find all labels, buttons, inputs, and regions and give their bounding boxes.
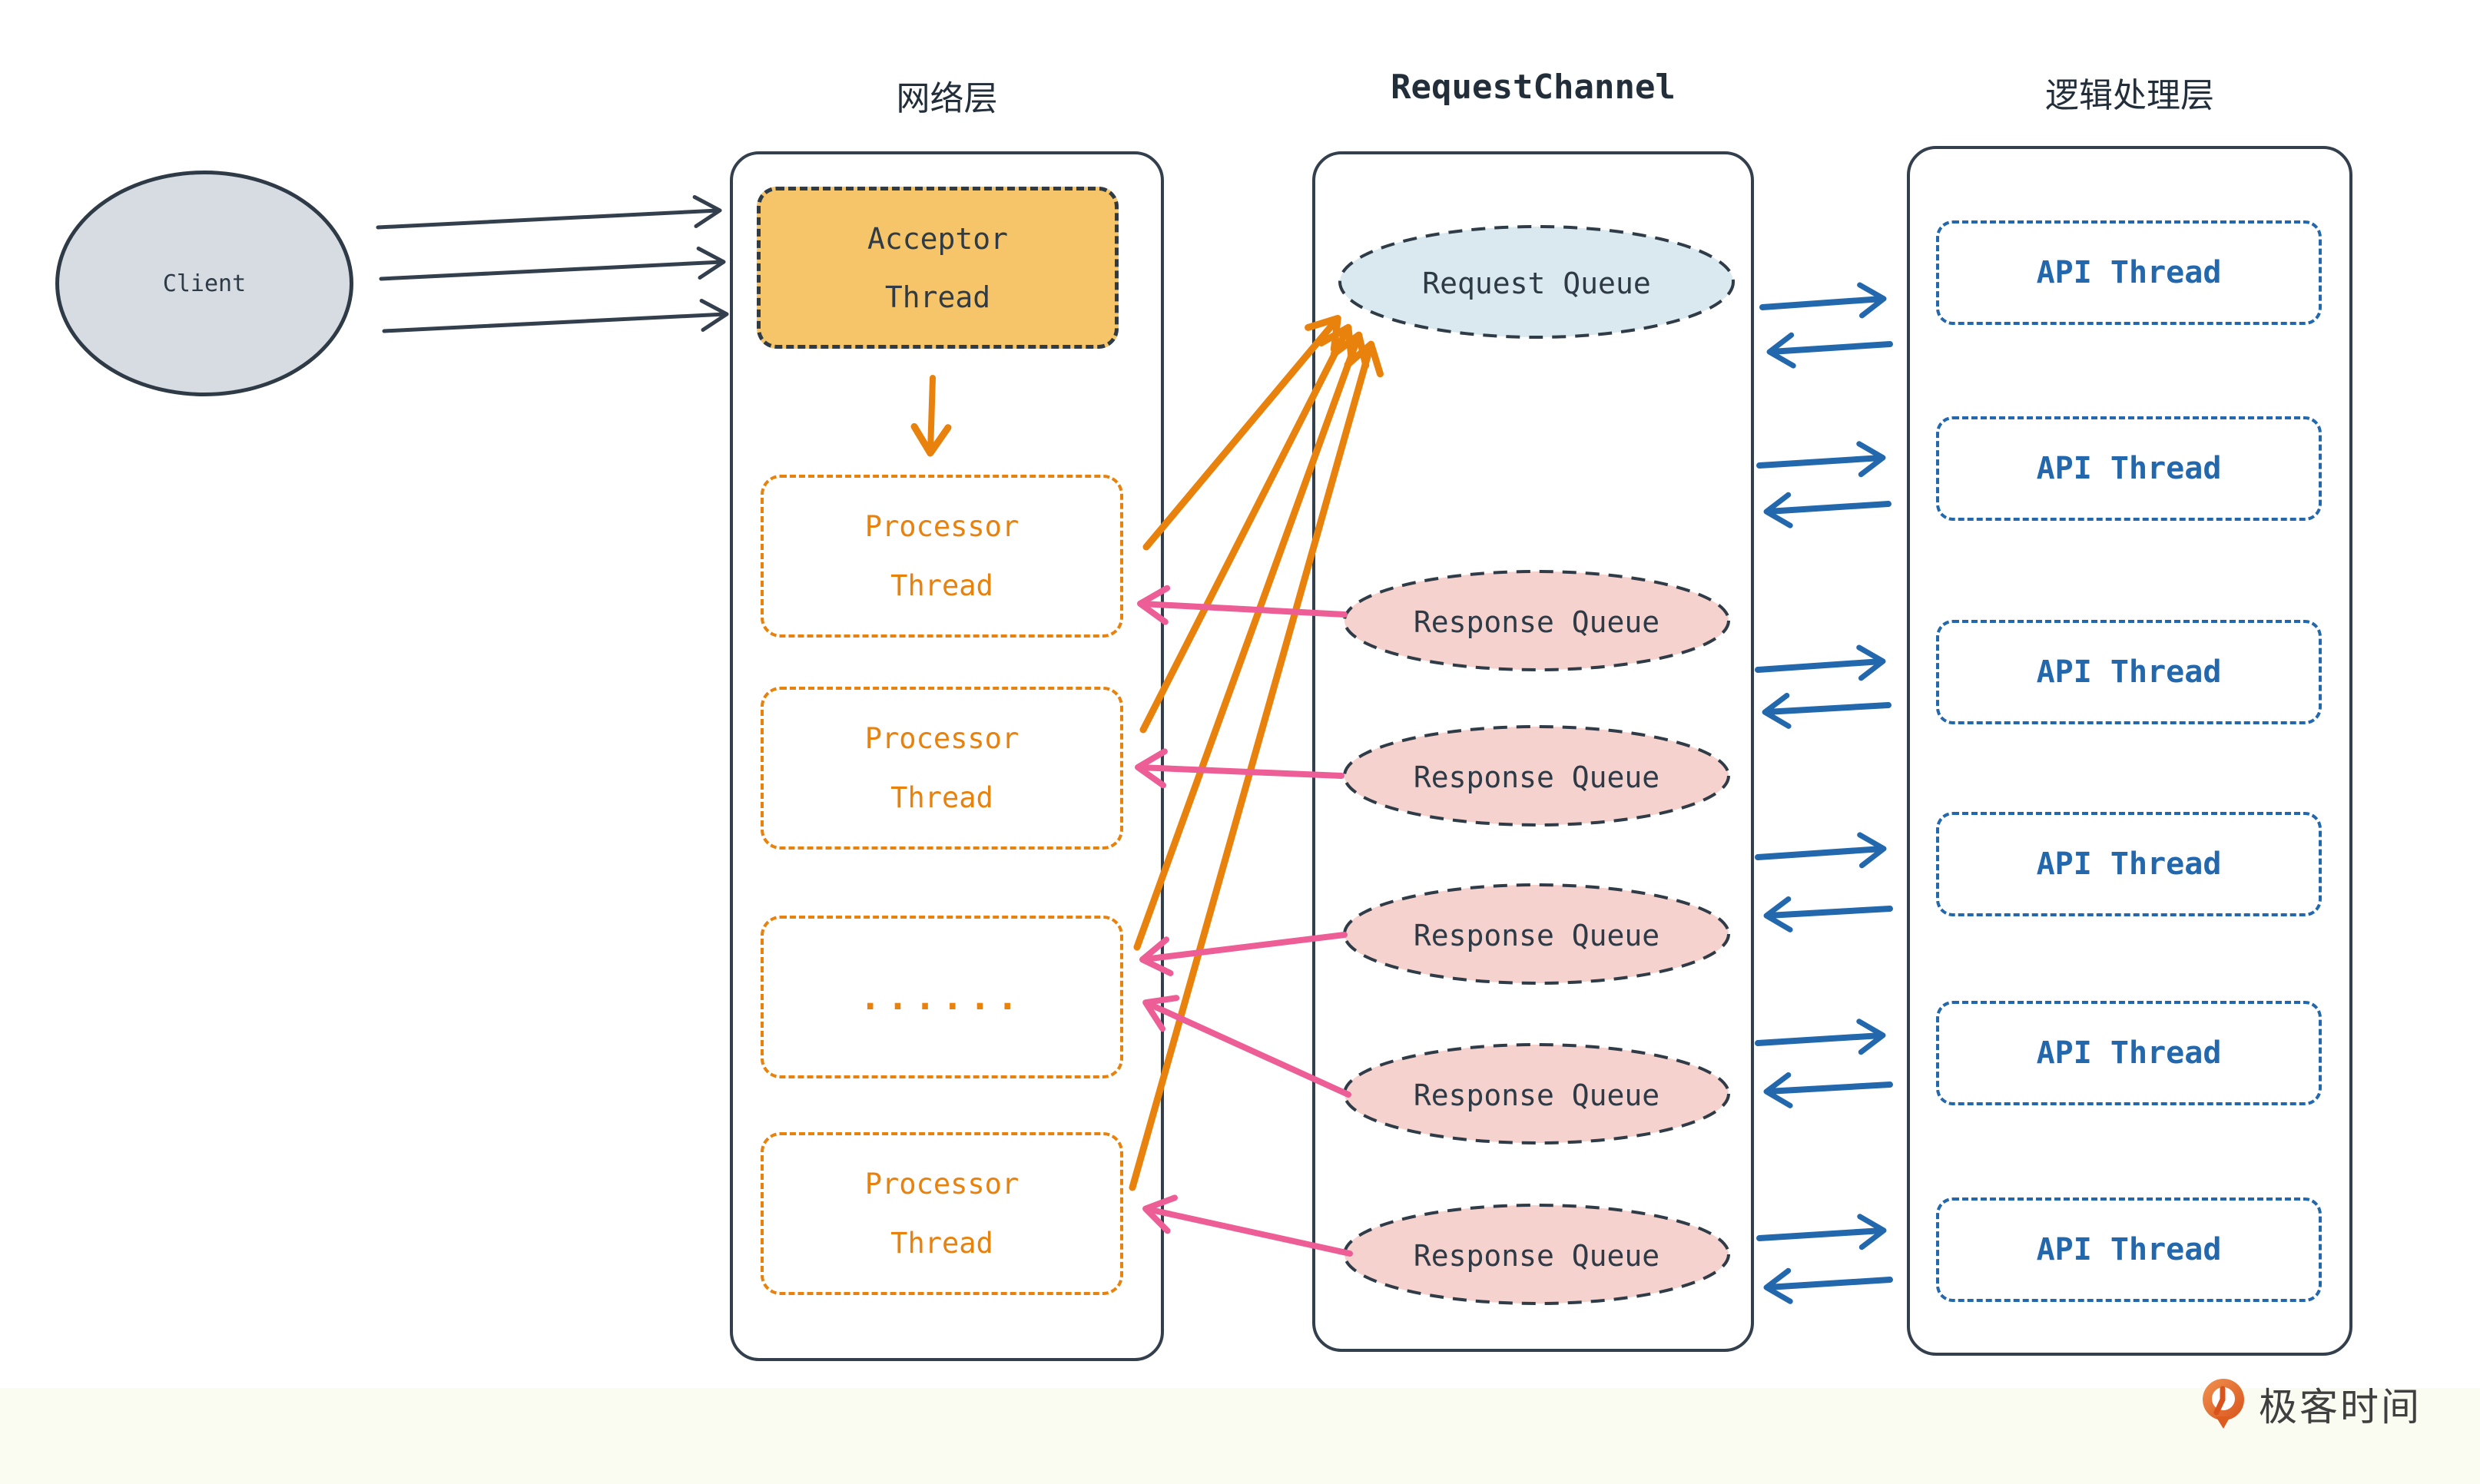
network-layer-container (730, 151, 1164, 1361)
api-thread-label-6: API Thread (2036, 1232, 2222, 1267)
geektime-logo-icon (2203, 1379, 2244, 1429)
api-thread-node-6: API Thread (1936, 1197, 2322, 1302)
api-thread-label-5: API Thread (2036, 1035, 2222, 1071)
response-queue-node-3 (1343, 883, 1730, 985)
api6-to-channel-arrow (1763, 1267, 1893, 1304)
geektime-logo: 极客时间 (2199, 1376, 2422, 1432)
response-queue-node-5 (1343, 1204, 1730, 1305)
api4-to-channel-arrow (1763, 896, 1893, 932)
api3-to-channel-arrow (1762, 692, 1891, 729)
request-queue-label: Request Queue (1422, 267, 1651, 300)
channel-to-api6-arrow (1756, 1214, 1887, 1250)
processor3-label-line1: Processor (864, 1168, 1020, 1201)
processor2-label-line1: Processor (864, 722, 1020, 755)
api-thread-node-2: API Thread (1936, 416, 2322, 521)
channel-to-api2-arrow (1756, 441, 1886, 478)
processor2-label-line2: Thread (890, 781, 993, 814)
api-thread-label-1: API Thread (2036, 255, 2222, 290)
processor-ellipsis-to-request-queue-arrow (1133, 331, 1370, 951)
processor1-to-request-queue-arrow (1142, 314, 1341, 551)
channel-to-api3-arrow (1755, 644, 1886, 681)
response-queue3-to-ellipsis-arrow (1139, 932, 1348, 976)
response-queue4-to-ellipsis-arrow (1142, 995, 1351, 1098)
response-queue5-to-processor3-arrow (1142, 1194, 1353, 1257)
processor-ellipsis-label: ...... (859, 976, 1025, 1018)
api-thread-node-5: API Thread (1936, 1001, 2322, 1105)
api2-to-channel-arrow (1763, 492, 1891, 528)
logic-layer-title: 逻辑处理层 (2045, 76, 2214, 115)
processor-thread-node-1: Processor Thread (761, 475, 1123, 638)
processor3-label-line2: Thread (890, 1227, 993, 1260)
channel-to-api5-arrow (1755, 1019, 1886, 1055)
api-thread-node-1: API Thread (1936, 220, 2322, 325)
processor1-label-line2: Thread (890, 569, 993, 602)
response-queue-label-3: Response Queue (1413, 919, 1660, 952)
client-request-arrow-3 (382, 299, 729, 333)
geektime-logo-text: 极客时间 (2259, 1385, 2422, 1429)
response-queue1-to-processor1-arrow (1137, 585, 1348, 625)
api-thread-node-4: API Thread (1936, 812, 2322, 916)
response-queue-node-1 (1343, 570, 1730, 671)
response-queue-label-5: Response Queue (1413, 1239, 1660, 1273)
api5-to-channel-arrow (1763, 1072, 1893, 1108)
api-thread-node-3: API Thread (1936, 620, 2322, 724)
acceptor-thread-label-line1: Acceptor (867, 221, 1009, 256)
processor1-label-line1: Processor (864, 510, 1020, 543)
response-queue-label-1: Response Queue (1413, 605, 1660, 639)
logic-layer-container (1907, 146, 2352, 1356)
response-queue-label-4: Response Queue (1413, 1078, 1660, 1112)
response-queue-node-2 (1343, 725, 1730, 826)
client-node: Client (55, 171, 353, 396)
acceptor-to-processor-arrow (910, 375, 952, 457)
api-thread-label-4: API Thread (2036, 846, 2222, 882)
request-queue-node (1338, 225, 1735, 339)
processor-thread-node-2: Processor Thread (761, 687, 1123, 850)
client-label: Client (162, 270, 247, 297)
request-channel-title: RequestChannel (1391, 68, 1676, 107)
channel-to-api4-arrow (1755, 832, 1887, 869)
channel-to-api1-arrow (1759, 282, 1887, 319)
acceptor-thread-label-line2: Thread (884, 280, 991, 314)
processor-thread-node-3: Processor Thread (761, 1132, 1123, 1295)
processor2-to-request-queue-arrow (1139, 323, 1355, 734)
processor-ellipsis-node: ...... (761, 916, 1123, 1078)
response-queue2-to-processor2-arrow (1135, 748, 1344, 789)
api-thread-label-2: API Thread (2036, 451, 2222, 486)
footer-band (0, 1388, 2480, 1484)
processor3-to-request-queue-arrow (1129, 340, 1384, 1191)
network-layer-title: 网络层 (896, 79, 998, 118)
response-queue-node-4 (1343, 1043, 1730, 1144)
api1-to-channel-arrow (1766, 332, 1893, 369)
response-queue-label-2: Response Queue (1413, 760, 1660, 794)
acceptor-thread-node: Acceptor Thread (757, 187, 1119, 349)
client-request-arrow-1 (376, 195, 722, 230)
api-thread-label-3: API Thread (2036, 654, 2222, 690)
client-request-arrow-2 (379, 247, 726, 281)
